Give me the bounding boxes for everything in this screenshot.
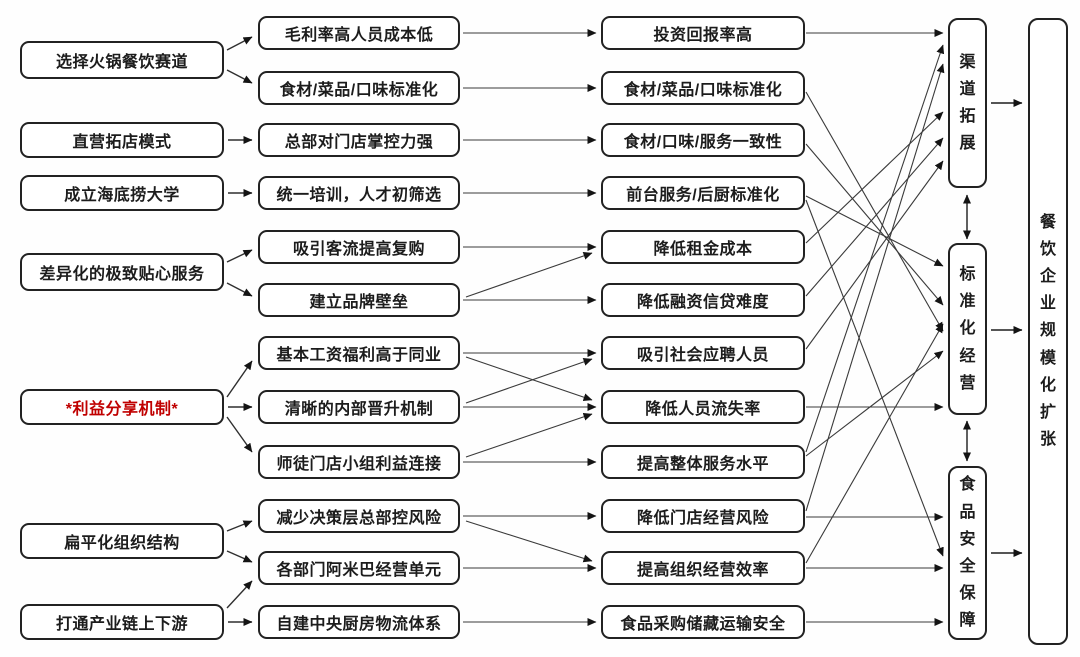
flow-node-c1r1: 选择火锅餐饮赛道 — [20, 41, 224, 79]
flow-node-c3r1: 投资回报率高 — [601, 16, 805, 50]
flow-node-c2r9: 师徒门店小组利益连接 — [258, 445, 460, 479]
flow-node-c3r3: 食材/口味/服务一致性 — [601, 123, 805, 157]
arrow-c3r4-c4r3 — [805, 199, 944, 557]
flow-node-c1r7: 打通产业链上下游 — [20, 604, 224, 640]
flow-node-label: 食材/菜品/口味标准化 — [279, 82, 439, 99]
arrow-c1r4-c2r5 — [226, 249, 253, 263]
arrow-c2r6-c3r5 — [465, 252, 593, 298]
flow-node-label: 降低租金成本 — [653, 241, 753, 258]
flow-node-c2r5: 吸引客流提高复购 — [258, 230, 460, 264]
arrow-c1r6-c2r11 — [226, 550, 253, 563]
flow-node-c1r6: 扁平化组织结构 — [20, 523, 224, 559]
flow-node-label: *利益分享机制* — [65, 401, 179, 418]
flow-node-c2r11: 各部门阿米巴经营单元 — [258, 551, 460, 585]
arrow-c1r5-c2r7 — [226, 360, 253, 398]
arrow-c1r1-c2r1 — [226, 36, 253, 51]
flow-node-c3r2: 食材/菜品/口味标准化 — [601, 71, 805, 105]
flow-node-c2r12: 自建中央厨房物流体系 — [258, 605, 460, 639]
flow-node-c2r7: 基本工资福利高于同业 — [258, 336, 460, 370]
arrow-c3r7-c4r1 — [805, 160, 944, 350]
flow-node-label: 成立海底捞大学 — [64, 187, 180, 204]
arrow-c2r9-c3r8 — [465, 412, 593, 458]
flow-node-label: 统一培训，人才初筛选 — [276, 187, 442, 204]
flow-node-c2r8: 清晰的内部晋升机制 — [258, 390, 460, 424]
flow-node-c2r4: 统一培训，人才初筛选 — [258, 176, 460, 210]
arrow-c1r7-c2r11 — [226, 580, 253, 609]
flow-node-label: 清晰的内部晋升机制 — [284, 401, 434, 418]
flow-node-c3r12: 食品采购储藏运输安全 — [601, 605, 805, 639]
flow-node-c1r2: 直营拓店模式 — [20, 122, 224, 158]
flow-node-c2r6: 建立品牌壁垒 — [258, 283, 460, 317]
flow-node-c1r5: *利益分享机制* — [20, 389, 224, 425]
flow-node-label: 直营拓店模式 — [72, 134, 172, 151]
flow-node-label: 扁平化组织结构 — [64, 535, 180, 552]
arrow-c3r2-c4r2 — [805, 91, 944, 332]
flow-node-label: 前台服务/后厨标准化 — [626, 187, 780, 204]
flow-node-label: 标 准 化 经 营 — [959, 266, 976, 392]
arrow-c3r10-c4r1 — [805, 63, 945, 512]
arrow-c2r7-c3r8 — [465, 356, 593, 402]
flow-node-c1r4: 差异化的极致贴心服务 — [20, 253, 224, 291]
arrow-c3r11-c4r2 — [805, 323, 944, 564]
flow-node-label: 基本工资福利高于同业 — [276, 347, 442, 364]
flow-node-c2r3: 总部对门店掌控力强 — [258, 123, 460, 157]
flow-node-label: 建立品牌壁垒 — [309, 294, 409, 311]
flow-node-label: 提高整体服务水平 — [636, 456, 769, 473]
arrow-c1r5-c2r9 — [226, 416, 253, 453]
flow-node-label: 打通产业链上下游 — [55, 616, 188, 633]
flow-node-c4r3: 食 品 安 全 保 障 — [948, 466, 987, 640]
arrow-c3r5-c4r1 — [805, 111, 944, 244]
flow-node-c3r11: 提高组织经营效率 — [601, 551, 805, 585]
flow-node-label: 减少决策层总部控风险 — [276, 510, 442, 527]
flow-node-label: 自建中央厨房物流体系 — [276, 616, 442, 633]
flow-node-label: 选择火锅餐饮赛道 — [55, 54, 188, 71]
flow-node-label: 吸引客流提高复购 — [292, 241, 425, 258]
flow-node-c4r1: 渠 道 拓 展 — [948, 18, 987, 188]
flow-node-c3r5: 降低租金成本 — [601, 230, 805, 264]
flow-node-label: 降低人员流失率 — [645, 401, 761, 418]
flow-node-label: 提高组织经营效率 — [636, 562, 769, 579]
arrow-c1r6-c2r10 — [226, 520, 253, 532]
flow-node-c4r2: 标 准 化 经 营 — [948, 243, 987, 415]
flow-node-c2r10: 减少决策层总部控风险 — [258, 499, 460, 533]
flow-node-c5r1: 餐 饮 企 业 规 模 化 扩 张 — [1028, 17, 1068, 645]
flow-node-label: 吸引社会应聘人员 — [636, 347, 769, 364]
flow-node-label: 食品采购储藏运输安全 — [620, 616, 786, 633]
arrow-c3r4-c4r2 — [805, 195, 944, 267]
flow-node-c1r3: 成立海底捞大学 — [20, 175, 224, 211]
arrow-c2r10-c3r11 — [465, 520, 593, 563]
flow-node-label: 降低门店经营风险 — [636, 510, 769, 527]
flow-node-label: 降低融资信贷难度 — [636, 294, 769, 311]
flow-node-c3r7: 吸引社会应聘人员 — [601, 336, 805, 370]
flow-node-label: 渠 道 拓 展 — [959, 53, 976, 153]
arrow-c2r8-c3r7 — [465, 358, 593, 404]
arrow-c3r9-c4r1 — [805, 44, 945, 453]
flow-node-c3r10: 降低门店经营风险 — [601, 499, 805, 533]
flow-node-c3r8: 降低人员流失率 — [601, 390, 805, 424]
arrow-c1r4-c2r6 — [226, 282, 253, 297]
flow-node-c2r2: 食材/菜品/口味标准化 — [258, 71, 460, 105]
flow-node-label: 投资回报率高 — [653, 27, 753, 44]
flow-node-label: 餐 饮 企 业 规 模 化 扩 张 — [1039, 213, 1056, 449]
arrow-c1r1-c2r2 — [226, 69, 253, 84]
flow-node-label: 差异化的极致贴心服务 — [39, 266, 205, 283]
flow-node-label: 毛利率高人员成本低 — [284, 27, 434, 44]
flow-node-label: 食材/菜品/口味标准化 — [623, 82, 783, 99]
flow-node-c2r1: 毛利率高人员成本低 — [258, 16, 460, 50]
arrow-c3r3-c4r2 — [805, 143, 944, 306]
arrow-c3r9-c4r2 — [805, 350, 944, 457]
flow-node-label: 总部对门店掌控力强 — [284, 134, 434, 151]
arrow-c3r6-c4r1 — [805, 137, 944, 297]
flow-node-label: 各部门阿米巴经营单元 — [276, 562, 442, 579]
flow-node-c3r4: 前台服务/后厨标准化 — [601, 176, 805, 210]
flow-node-c3r9: 提高整体服务水平 — [601, 445, 805, 479]
flow-node-label: 食 品 安 全 保 障 — [959, 476, 976, 630]
flow-node-label: 食材/口味/服务一致性 — [623, 134, 783, 151]
flow-node-c3r6: 降低融资信贷难度 — [601, 283, 805, 317]
flow-node-label: 师徒门店小组利益连接 — [276, 456, 442, 473]
